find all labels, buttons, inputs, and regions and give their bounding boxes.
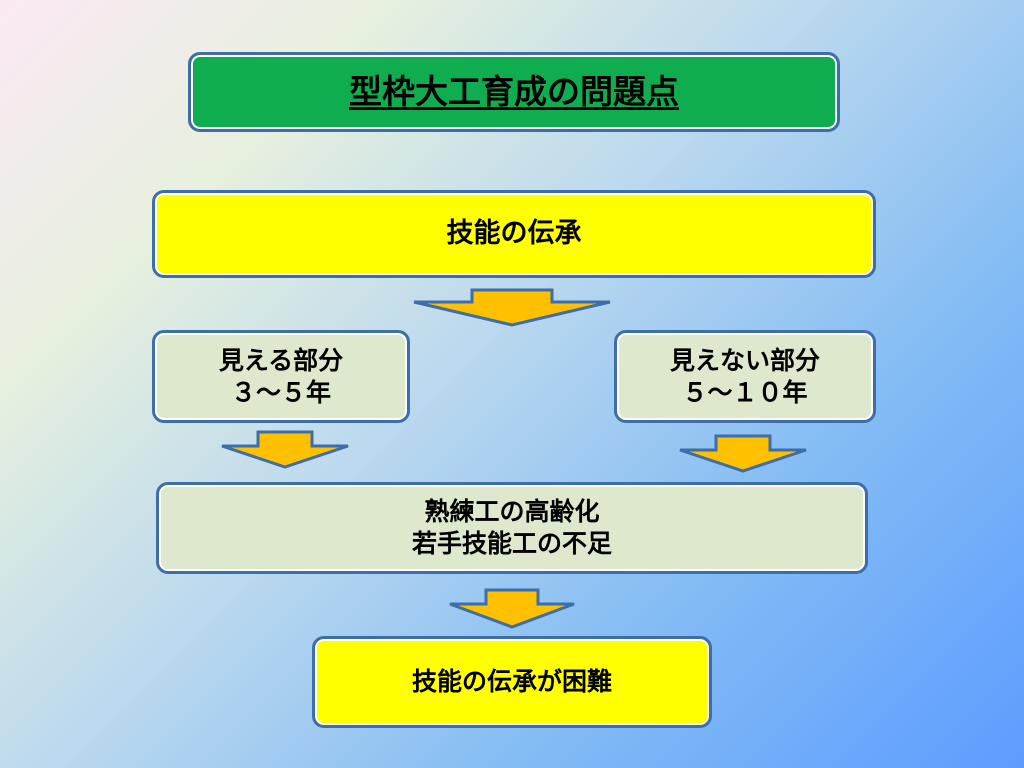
arrow-down-icon	[413, 288, 611, 327]
invisible-part-box: 見えない部分 ５～１０年	[614, 330, 876, 423]
skill-transfer-label: 技能の伝承	[446, 217, 582, 249]
skill-transfer-box: 技能の伝承	[152, 190, 876, 278]
arrow-down-icon	[679, 434, 807, 473]
conclusion-label: 技能の伝承が困難	[411, 667, 612, 696]
invisible-part-label: 見えない部分	[669, 345, 820, 375]
page-title: 型枠大工育成の問題点	[349, 71, 679, 111]
visible-part-years: ３～５年	[230, 377, 331, 407]
young-workers-shortage-label: 若手技能工の不足	[411, 529, 612, 558]
visible-part-label: 見える部分	[218, 345, 344, 375]
aging-workers-label: 熟練工の高齢化	[424, 497, 600, 526]
conclusion-box: 技能の伝承が困難	[312, 636, 712, 728]
arrow-down-icon	[449, 588, 575, 629]
visible-part-box: 見える部分 ３～５年	[152, 330, 410, 423]
arrow-down-icon	[221, 430, 349, 469]
title-box: 型枠大工育成の問題点	[188, 52, 840, 132]
invisible-part-years: ５～１０年	[682, 377, 808, 407]
aging-workers-box: 熟練工の高齢化 若手技能工の不足	[156, 482, 868, 574]
